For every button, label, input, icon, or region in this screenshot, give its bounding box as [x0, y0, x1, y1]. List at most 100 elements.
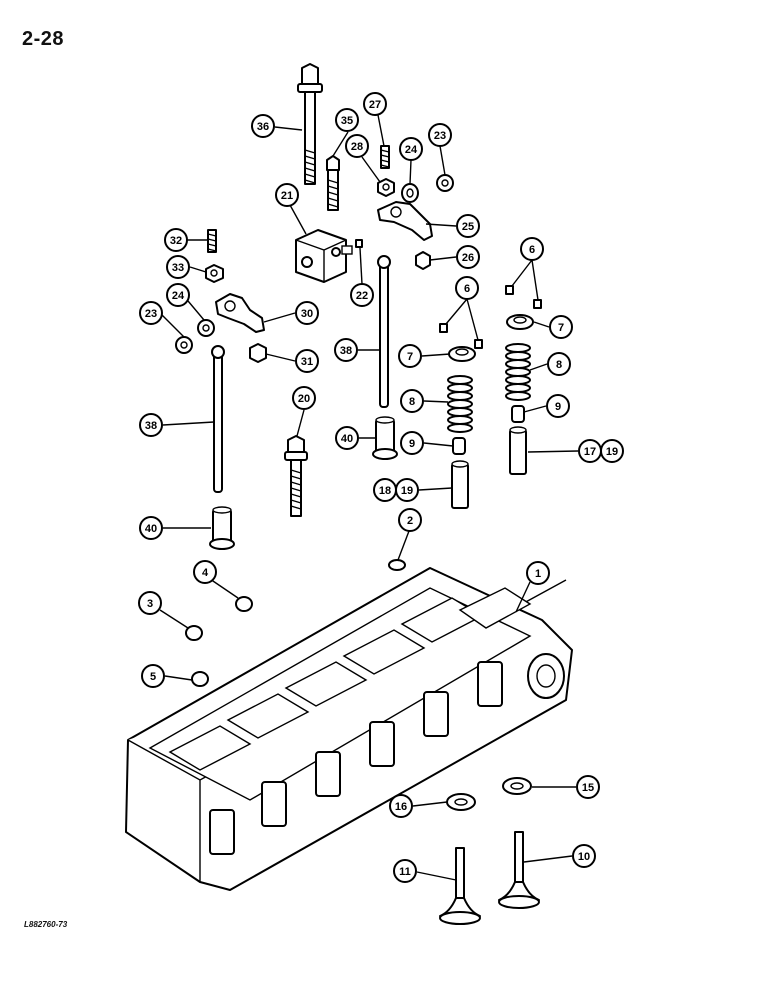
svg-text:22: 22	[356, 290, 368, 302]
callout-19-right: 19	[600, 439, 624, 463]
bolt-35	[326, 155, 340, 211]
callout-15: 15	[576, 775, 600, 799]
svg-text:21: 21	[281, 190, 293, 202]
callout-30: 30	[295, 301, 319, 325]
rocker-lever-25	[377, 201, 433, 241]
callout-7-right: 7	[549, 315, 573, 339]
svg-text:18: 18	[379, 485, 391, 497]
socket-31	[249, 343, 267, 363]
svg-text:9: 9	[555, 401, 561, 413]
svg-text:8: 8	[409, 396, 415, 408]
bolt-20	[284, 435, 308, 517]
svg-text:16: 16	[395, 801, 407, 813]
tappet-40-lower	[209, 506, 235, 550]
valve-seat-16	[446, 793, 476, 811]
callout-40-lower: 40	[139, 516, 163, 540]
callout-35: 35	[335, 108, 359, 132]
callout-8-right: 8	[547, 352, 571, 376]
valve-spring-8-right	[505, 343, 531, 401]
svg-text:30: 30	[301, 308, 313, 320]
svg-text:9: 9	[409, 438, 415, 450]
svg-text:36: 36	[257, 121, 269, 133]
svg-text:19: 19	[401, 485, 413, 497]
callout-21: 21	[275, 183, 299, 207]
socket-26	[415, 251, 431, 270]
callout-17: 17	[578, 439, 602, 463]
svg-text:40: 40	[145, 523, 157, 535]
callout-1: 1	[526, 561, 550, 585]
retaining-ring-23-upper	[436, 174, 454, 192]
callout-6-right: 6	[520, 237, 544, 261]
svg-text:26: 26	[462, 252, 474, 264]
svg-text:8: 8	[556, 359, 562, 371]
valve-spring-8-mid	[447, 375, 473, 433]
callout-38-right: 38	[334, 338, 358, 362]
callout-3: 3	[138, 591, 162, 615]
plug-2	[388, 559, 406, 571]
plug-3	[185, 625, 203, 641]
svg-text:15: 15	[582, 782, 594, 794]
svg-text:20: 20	[298, 393, 310, 405]
callout-9-right: 9	[546, 394, 570, 418]
callout-26: 26	[456, 245, 480, 269]
callout-bubbles: 36 35 27 28 24 23 21 25 32 26 6 33 22 6 …	[138, 92, 624, 883]
spring-retainer-7-mid	[448, 346, 476, 362]
callout-5: 5	[141, 664, 165, 688]
svg-text:23: 23	[145, 308, 157, 320]
parts-drawings	[125, 63, 573, 925]
callout-33: 33	[166, 255, 190, 279]
nut-28	[377, 178, 395, 197]
svg-text:27: 27	[369, 99, 381, 111]
svg-text:10: 10	[578, 851, 590, 863]
svg-text:24: 24	[172, 290, 185, 302]
callout-2: 2	[398, 508, 422, 532]
callout-24-lower: 24	[166, 283, 190, 307]
svg-text:31: 31	[301, 356, 313, 368]
valve-guide-17-19	[509, 426, 527, 475]
callout-4: 4	[193, 560, 217, 584]
svg-text:7: 7	[558, 322, 564, 334]
callout-9-mid: 9	[400, 431, 424, 455]
valve-seal-9-mid	[452, 437, 466, 455]
svg-text:1: 1	[535, 568, 541, 580]
svg-text:38: 38	[340, 345, 352, 357]
svg-text:35: 35	[341, 115, 353, 127]
callout-23-lower: 23	[139, 301, 163, 325]
rocker-support-21	[295, 229, 353, 283]
svg-text:6: 6	[464, 283, 470, 295]
page-number: 2-28	[22, 28, 65, 50]
valve-10	[498, 831, 540, 909]
plug-4	[235, 596, 253, 612]
callout-18: 18	[373, 478, 397, 502]
svg-text:6: 6	[529, 244, 535, 256]
callout-38-left: 38	[139, 413, 163, 437]
dowel-22	[355, 239, 363, 248]
svg-text:24: 24	[405, 144, 418, 156]
svg-text:32: 32	[170, 235, 182, 247]
svg-text:11: 11	[399, 866, 411, 878]
callout-28: 28	[345, 134, 369, 158]
figure-code: L882760-73	[24, 920, 68, 929]
svg-text:19: 19	[606, 446, 618, 458]
callout-40-upper: 40	[335, 426, 359, 450]
svg-text:28: 28	[351, 141, 363, 153]
valve-seat-15	[502, 777, 532, 795]
callout-19-mid: 19	[395, 478, 419, 502]
callout-24-upper: 24	[399, 137, 423, 161]
nut-33	[205, 264, 224, 283]
callout-23-upper: 23	[428, 123, 452, 147]
svg-text:33: 33	[172, 262, 184, 274]
cylinder-head-1	[125, 567, 573, 891]
callout-11: 11	[393, 859, 417, 883]
adjusting-screw-27	[380, 145, 390, 169]
svg-text:25: 25	[462, 221, 474, 233]
tappet-40-upper	[372, 416, 398, 460]
retaining-ring-23-lower	[175, 336, 193, 354]
valve-seal-9-right	[511, 405, 525, 423]
valve-keepers-6-mid	[439, 323, 483, 349]
spring-retainer-7-right	[506, 314, 534, 330]
rocker-lever-30	[215, 293, 265, 333]
callout-20: 20	[292, 386, 316, 410]
washer-24-upper	[401, 183, 419, 203]
svg-text:2: 2	[407, 515, 413, 527]
